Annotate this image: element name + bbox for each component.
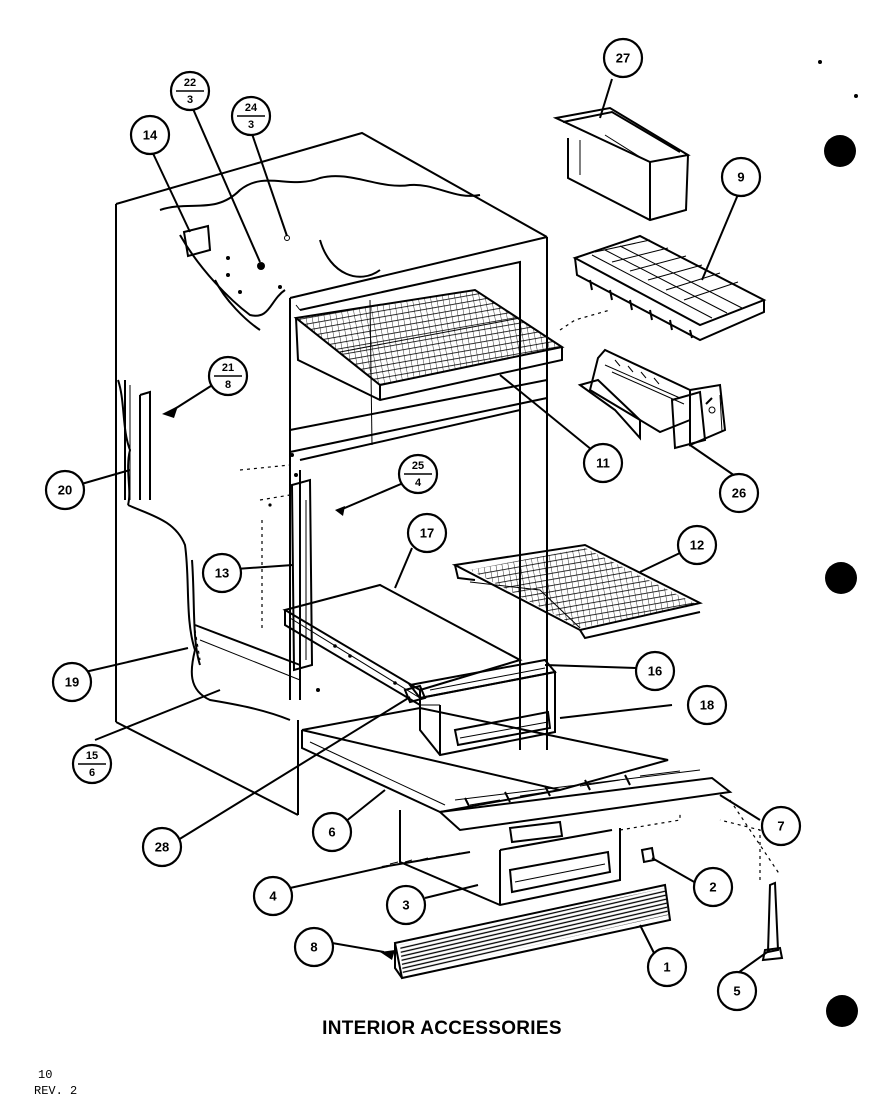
callout-17: 17 xyxy=(406,512,448,554)
callout-21-8: 21 8 xyxy=(207,355,249,397)
punch-hole-bottom xyxy=(826,995,858,1027)
svg-text:8: 8 xyxy=(225,379,231,391)
svg-text:26: 26 xyxy=(732,486,746,501)
callout-14: 14 xyxy=(129,114,171,156)
svg-text:13: 13 xyxy=(215,566,229,581)
callout-6: 6 xyxy=(311,811,353,853)
diagram-title: INTERIOR ACCESSORIES xyxy=(322,1018,562,1039)
svg-text:25: 25 xyxy=(412,460,424,472)
svg-text:5: 5 xyxy=(733,984,740,999)
svg-text:9: 9 xyxy=(737,170,744,185)
svg-text:14: 14 xyxy=(143,128,158,143)
callout-26: 26 xyxy=(718,472,760,514)
svg-text:16: 16 xyxy=(648,664,662,679)
svg-text:21: 21 xyxy=(222,362,234,374)
svg-text:20: 20 xyxy=(58,483,72,498)
part-4-rod xyxy=(381,851,471,868)
part-11-freezer-wire-shelf xyxy=(293,288,565,402)
part-28-clip xyxy=(403,684,427,704)
svg-text:3: 3 xyxy=(402,898,409,913)
svg-text:24: 24 xyxy=(245,102,258,114)
svg-text:6: 6 xyxy=(89,767,95,779)
part-3-meat-keeper-drawer xyxy=(399,810,621,907)
part-17-crisper-cover xyxy=(282,583,523,707)
callout-20: 20 xyxy=(44,469,86,511)
callout-9: 9 xyxy=(720,156,762,198)
leader-lines xyxy=(77,78,771,976)
svg-text:1: 1 xyxy=(663,960,670,975)
svg-text:22: 22 xyxy=(184,77,196,89)
svg-text:2: 2 xyxy=(709,880,716,895)
callout-22-3: 22 3 xyxy=(169,70,211,112)
callout-27: 27 xyxy=(602,37,644,79)
part-26-ice-maker xyxy=(577,348,727,450)
svg-text:3: 3 xyxy=(187,94,193,106)
part-24-screw xyxy=(284,235,290,241)
callout-19: 19 xyxy=(51,661,93,703)
callout-18: 18 xyxy=(686,684,728,726)
punch-hole-middle xyxy=(825,562,857,594)
svg-text:19: 19 xyxy=(65,675,79,690)
svg-text:4: 4 xyxy=(415,477,422,489)
svg-text:17: 17 xyxy=(420,526,434,541)
callout-16: 16 xyxy=(634,650,676,692)
callout-24-3: 24 3 xyxy=(230,95,272,137)
callout-7: 7 xyxy=(760,805,802,847)
svg-text:18: 18 xyxy=(700,698,714,713)
revision-label: REV. 2 xyxy=(34,1084,78,1098)
part-22-screw xyxy=(257,262,265,270)
part-16-crisper-frame xyxy=(408,658,557,700)
part-14-light-housing xyxy=(182,224,212,258)
callout-15-6: 15 6 xyxy=(71,743,113,785)
svg-text:6: 6 xyxy=(328,825,335,840)
part-9-ice-cube-tray xyxy=(572,234,767,342)
svg-text:3: 3 xyxy=(248,119,254,131)
svg-text:7: 7 xyxy=(777,819,784,834)
callout-2: 2 xyxy=(692,866,734,908)
part-18-crisper-drawer xyxy=(419,670,556,757)
callout-11: 11 xyxy=(582,442,624,484)
punch-hole-top xyxy=(824,135,856,167)
callout-28: 28 xyxy=(141,826,183,868)
page-number: 10 xyxy=(38,1068,53,1082)
part-5-leveling-leg xyxy=(761,881,784,962)
callout-12: 12 xyxy=(676,524,718,566)
svg-text:4: 4 xyxy=(269,889,277,904)
svg-text:28: 28 xyxy=(155,840,169,855)
callout-5: 5 xyxy=(716,970,758,1012)
part-12-wire-shelf xyxy=(451,543,703,640)
callout-8: 8 xyxy=(293,926,335,968)
part-27-ice-bin xyxy=(552,106,691,222)
callout-13: 13 xyxy=(201,552,243,594)
part-2-clip xyxy=(640,846,656,864)
callout-1: 1 xyxy=(646,946,688,988)
svg-text:15: 15 xyxy=(86,750,98,762)
svg-text:27: 27 xyxy=(616,51,630,66)
svg-text:11: 11 xyxy=(596,456,610,471)
callout-25-4: 25 4 xyxy=(397,453,439,495)
svg-text:12: 12 xyxy=(690,538,704,553)
svg-text:8: 8 xyxy=(310,940,317,955)
callout-4: 4 xyxy=(252,875,294,917)
part-1-toe-grille xyxy=(393,883,672,980)
part-13-vertical-rail xyxy=(290,478,314,672)
cabinet-liner xyxy=(115,131,548,816)
callout-3: 3 xyxy=(385,884,427,926)
part-20-side-rail xyxy=(124,380,151,500)
part-7-meat-keeper-frame xyxy=(437,769,781,876)
